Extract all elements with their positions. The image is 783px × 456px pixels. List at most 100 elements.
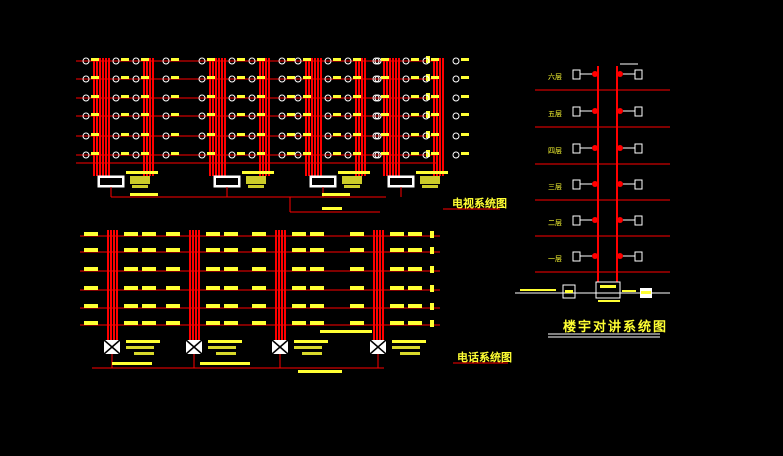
tv-outlet-icon (372, 75, 380, 83)
tv-outlet-tag (303, 133, 311, 136)
tel-box-tag (294, 340, 328, 343)
tv-outlet-icon (198, 132, 206, 140)
telephone-outlet-icon (142, 232, 156, 236)
telephone-outlet-icon (206, 267, 220, 271)
tv-outlet-icon (294, 151, 302, 159)
tv-outlet-tag (411, 113, 419, 116)
tv-outlet-tag (121, 58, 129, 61)
intercom-indoor-unit-icon (634, 106, 643, 117)
intercom-cable-tag (622, 290, 636, 292)
tv-outlet-icon (198, 112, 206, 120)
tv-outlet-tag (141, 133, 149, 136)
tv-outlet-tag (381, 113, 389, 116)
telephone-system-diagram (80, 230, 508, 373)
tv-outlet-icon (82, 151, 90, 159)
tv-floor-marker (426, 111, 430, 118)
telephone-outlet-icon (390, 248, 404, 252)
telephone-outlet-icon (408, 321, 422, 325)
intercom-node (617, 71, 623, 77)
tv-outlet-icon (82, 94, 90, 102)
box-cross (369, 339, 387, 355)
tv-outlet-tag (207, 76, 215, 79)
tel-floor-marker (430, 231, 434, 238)
tv-outlet-icon (422, 57, 430, 65)
tel-floor-marker (430, 320, 434, 327)
tv-outlet-icon (228, 57, 236, 65)
tv-outlet-icon (112, 75, 120, 83)
tv-outlet-icon (422, 75, 430, 83)
tv-outlet-tag (237, 95, 245, 98)
tv-outlet-tag (237, 152, 245, 155)
tv-outlet-icon (372, 57, 380, 65)
telephone-outlet-icon (124, 232, 138, 236)
tv-outlet-icon (248, 112, 256, 120)
tv-outlet-tag (257, 152, 265, 155)
tv-outlet-icon (452, 75, 460, 83)
tv-outlet-icon (324, 57, 332, 65)
tv-box-inner (100, 178, 122, 185)
telephone-outlet-icon (292, 321, 306, 325)
telephone-outlet-icon (252, 248, 266, 252)
tv-outlet-tag (461, 95, 469, 98)
tv-outlet-tag (461, 113, 469, 116)
telephone-outlet-icon (124, 286, 138, 290)
telephone-outlet-icon (310, 286, 324, 290)
tv-outlet-icon (324, 112, 332, 120)
telephone-outlet-icon (408, 267, 422, 271)
tv-outlet-tag (431, 133, 439, 136)
tv-outlet-icon (198, 94, 206, 102)
intercom-node (592, 181, 598, 187)
tv-outlet-tag (91, 133, 99, 136)
tel-box-tag (216, 352, 236, 355)
intercom-indoor-unit-icon (634, 179, 643, 190)
tv-outlet-icon (402, 57, 410, 65)
tv-outlet-icon (324, 151, 332, 159)
tv-outlet-tag (121, 133, 129, 136)
telephone-outlet-icon (166, 321, 180, 325)
tv-outlet-icon (344, 75, 352, 83)
telephone-outlet-icon (350, 267, 364, 271)
telephone-outlet-icon (224, 321, 238, 325)
tv-outlet-icon (112, 57, 120, 65)
intercom-floor-label: 六层 (548, 72, 562, 81)
telephone-outlet-icon (408, 304, 422, 308)
telephone-outlet-icon (350, 286, 364, 290)
tv-outlet-tag (237, 58, 245, 61)
tv-outlet-tag (303, 58, 311, 61)
telephone-outlet-icon (166, 267, 180, 271)
intercom-indoor-unit-icon (634, 69, 643, 80)
tv-outlet-icon (162, 132, 170, 140)
tv-outlet-tag (237, 76, 245, 79)
tel-floor-marker (430, 247, 434, 254)
intercom-floor-label: 三层 (548, 183, 562, 191)
tv-floor-marker (426, 74, 430, 81)
tv-outlet-tag (207, 152, 215, 155)
intercom-indoor-unit-icon (572, 179, 581, 190)
box-cross (185, 339, 203, 355)
telephone-outlet-icon (84, 304, 98, 308)
tv-outlet-icon (422, 151, 430, 159)
tv-box-tag (420, 176, 440, 184)
box-cross (103, 339, 121, 355)
tv-outlet-icon (372, 94, 380, 102)
tel-floor-marker (430, 303, 434, 310)
intercom-node (617, 217, 623, 223)
tv-box-tag (422, 185, 438, 188)
telephone-outlet-icon (252, 286, 266, 290)
tv-outlet-icon (422, 132, 430, 140)
tv-box-inner (216, 178, 238, 185)
tv-outlet-icon (82, 57, 90, 65)
telephone-outlet-icon (124, 267, 138, 271)
tv-outlet-icon (278, 112, 286, 120)
tv-outlet-tag (171, 76, 179, 79)
intercom-cable-tag (520, 289, 556, 291)
tv-outlet-icon (452, 132, 460, 140)
tv-outlet-icon (324, 132, 332, 140)
tv-outlet-tag (91, 95, 99, 98)
telephone-outlet-icon (206, 248, 220, 252)
telephone-outlet-icon (292, 232, 306, 236)
door-station-tag (598, 300, 620, 302)
tv-outlet-tag (287, 95, 295, 98)
